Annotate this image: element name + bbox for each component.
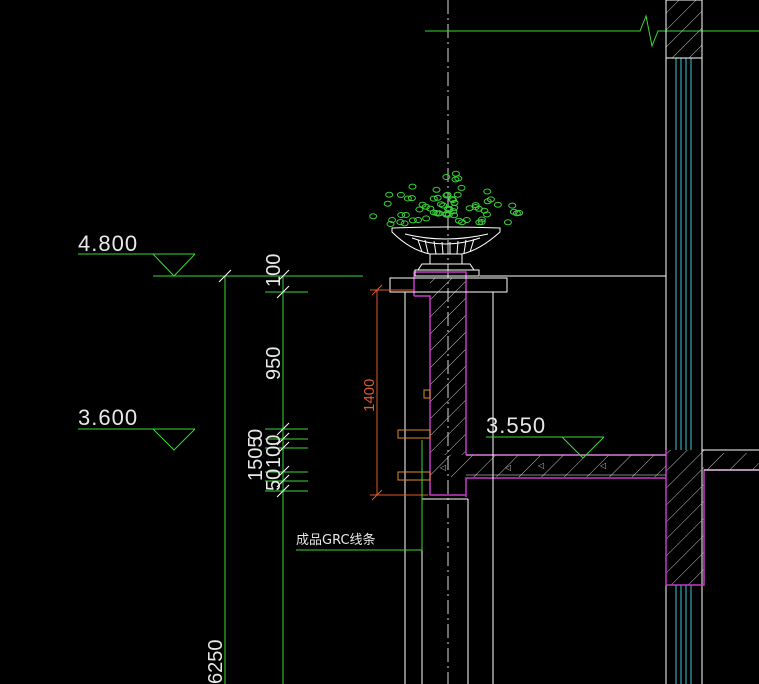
dim-100-lower: 100	[263, 435, 285, 468]
dim-100-top: 100	[263, 254, 285, 287]
right-wall	[665, 0, 759, 684]
leaf-shape	[403, 195, 412, 202]
leaf-shape	[493, 201, 502, 208]
dim-1400: 1400	[361, 379, 378, 412]
leaf-shape	[383, 200, 392, 207]
leaf-shape	[435, 210, 444, 217]
leaf-shape	[385, 191, 394, 198]
svg-text:◁: ◁	[439, 463, 446, 472]
floor-slab: ◁ ◁ ◁ ◁	[430, 454, 666, 497]
leaf-shape	[443, 191, 452, 198]
dim-1505: 1505	[245, 437, 267, 482]
leaf-shape	[457, 184, 466, 191]
leaf-shape	[483, 211, 491, 218]
leaf-shape	[486, 196, 495, 203]
leaf-shape	[429, 195, 438, 202]
leaf-shape	[471, 204, 480, 210]
leaf-shape	[433, 194, 442, 201]
leaf-shape	[454, 175, 463, 182]
leaf-shape	[414, 217, 423, 223]
leaf-shape	[415, 206, 424, 213]
leaf-shape	[458, 219, 466, 226]
level-label-4800: 4.800	[78, 231, 138, 256]
break-line	[425, 14, 759, 48]
window-glass-lines	[675, 58, 692, 684]
urn-plants	[369, 170, 524, 227]
level-marker-4800: 4.800	[78, 231, 363, 277]
leaf-shape	[483, 188, 492, 195]
urn-body	[391, 226, 501, 277]
leaf-shape	[388, 217, 397, 223]
dim-6250: 6250	[205, 640, 227, 684]
dim-50: 50	[263, 469, 285, 491]
leaf-shape	[396, 219, 405, 226]
grc-note-label: 成品GRC线条	[296, 532, 376, 548]
leaf-shape	[512, 210, 521, 217]
leaf-shape	[503, 219, 512, 226]
svg-text:◁: ◁	[504, 463, 511, 472]
level-marker-3600: 3.600	[78, 405, 196, 451]
leaf-shape	[437, 201, 445, 208]
leaf-shape	[400, 220, 409, 227]
grc-leader: 成品GRC线条	[296, 440, 423, 551]
parapet-wall-hatch	[430, 278, 466, 455]
leaf-shape	[418, 201, 427, 208]
parapet-coping	[389, 277, 508, 293]
level-label-3600: 3.600	[78, 405, 138, 430]
leaf-shape	[449, 197, 457, 204]
leaf-shape	[397, 212, 406, 218]
leaf-shape	[450, 204, 459, 211]
leaf-shape	[450, 212, 459, 219]
leaf-shape	[445, 206, 454, 213]
leaf-shape	[408, 183, 417, 190]
leaf-shape	[401, 212, 410, 218]
dimension-1400: 1400	[361, 284, 428, 501]
leaf-shape	[449, 208, 458, 215]
upper-wall-hatch	[665, 0, 703, 59]
dim-950: 950	[263, 347, 285, 380]
leaf-shape	[407, 195, 416, 202]
leaf-shape	[453, 191, 462, 198]
leaf-shape	[386, 221, 395, 227]
leaf-shape	[396, 191, 405, 198]
dimension-texts: 100 950 1505 0 100 50 6250	[205, 254, 285, 684]
leaf-shape	[442, 192, 451, 199]
right-beam-hatch	[666, 450, 704, 585]
level-label-3550: 3.550	[486, 413, 546, 438]
leaf-shape	[477, 216, 486, 223]
leaf-shape	[422, 215, 431, 222]
svg-text:◁: ◁	[599, 461, 606, 470]
flower-urn	[369, 170, 524, 277]
leaf-shape	[369, 213, 378, 220]
leaf-shape	[408, 217, 417, 224]
svg-text:◁: ◁	[537, 461, 544, 470]
leaf-shape	[439, 202, 448, 209]
grc-moulding-upper	[397, 429, 431, 439]
leaf-shape	[465, 205, 474, 212]
dimension-chain	[200, 269, 363, 684]
grc-moulding-lower	[397, 471, 431, 481]
leaf-shape	[432, 186, 441, 193]
leaf-shape	[508, 202, 517, 209]
leaf-shape	[477, 219, 486, 225]
dim-0: 0	[245, 429, 267, 440]
leaf-shape	[442, 174, 451, 180]
leaf-shape	[429, 209, 438, 216]
parapet-wall	[389, 271, 508, 684]
level-marker-3550: 3.550	[486, 413, 605, 459]
